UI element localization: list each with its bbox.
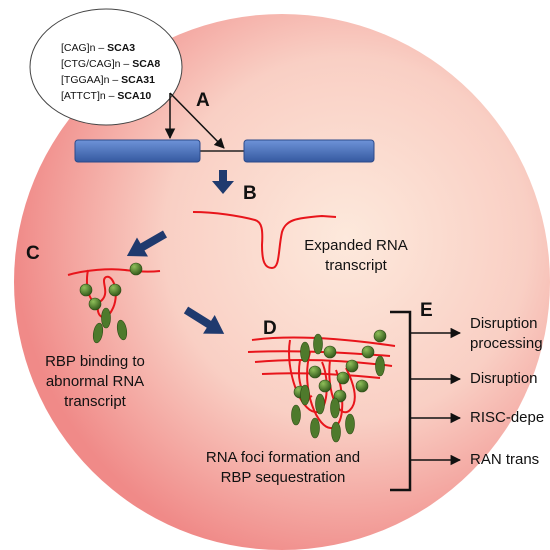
repeat-disease: SCA3 [107,42,136,54]
outcome-label-3: RISC-depe [470,408,550,428]
rbp-ovals-c [92,307,128,344]
label-line: abnormal RNA [45,373,145,390]
outcome-line: RAN trans [470,451,540,468]
outcome-label-2: Disruption [470,369,550,389]
repeat-seq: [CAG]n – [61,42,108,54]
rbp-ovals-d [291,333,385,443]
step-letter-b: B [243,183,257,204]
repeat-callout [29,8,183,126]
rbp-balls-d [293,329,387,403]
rbp-oval [310,417,320,439]
pointer-arrow-intron [169,92,225,149]
outcome-arrows [410,327,462,466]
label-line: RNA foci formation and [205,449,361,466]
rbp-oval [330,397,340,419]
rbp-ball [345,359,359,373]
arrow-to-c [126,230,167,257]
label-line: transcript [325,257,387,274]
repeat-seq: [CTG/CAG]n – [61,58,133,70]
label-line: RBP sequestration [220,469,346,486]
repeat-disease: SCA31 [121,74,155,86]
repeat-disease: SCA8 [132,58,161,70]
rbp-oval [92,322,104,344]
step-letter-d: D [263,318,277,339]
label-expanded-rna: Expanded RNA transcript [296,236,416,276]
outcome-label-4: RAN trans [470,450,550,470]
rbp-ball [308,365,322,379]
rbp-oval [331,421,341,443]
rbp-ball [355,379,369,393]
repeat-seq: [TGGAA]n – [61,74,122,86]
label-line: Expanded RNA [304,237,408,254]
label-line: transcript [64,393,126,410]
rbp-oval [300,384,310,406]
rbp-oval [116,319,128,341]
outcome-label-1: Disruption processing [470,314,550,354]
repeat-row-1: [CAG]n – SCA3 [61,42,135,54]
repeat-disease: SCA10 [117,90,152,102]
rbp-ball [88,297,102,311]
rbp-ball [129,262,143,276]
outcome-line: RISC-depe [470,409,545,426]
outcome-line: processing [470,335,543,352]
label-rbp-binding: RBP binding to abnormal RNA transcript [20,352,170,412]
rbp-balls-c [79,262,143,311]
label-line: RBP binding to [45,353,145,370]
arrow-to-d [183,306,225,334]
outcome-line: Disruption [470,315,538,332]
rbp-ball [336,371,350,385]
rbp-oval [375,355,385,377]
rbp-ball [108,283,122,297]
repeat-row-2: [CTG/CAG]n – SCA8 [61,58,160,70]
repeat-row-4: [ATTCT]n – SCA10 [61,90,151,102]
rbp-ball [318,379,332,393]
rna-strand-c [67,268,161,276]
rbp-oval [313,333,323,355]
bracket-e [390,310,412,492]
rbp-oval [315,393,325,415]
step-arrows [126,170,234,334]
step-letter-c: C [26,243,40,264]
rbp-ball [323,345,337,359]
rbp-oval [101,307,111,329]
rbp-oval [300,341,310,363]
repeat-row-3: [TGGAA]n – SCA31 [61,74,155,86]
rbp-ball [373,329,387,343]
exon-left [74,139,201,163]
rbp-ball [79,283,93,297]
exon-right [243,139,375,163]
label-rna-foci: RNA foci formation and RBP sequestration [183,448,383,488]
rbp-ball [361,345,375,359]
outcome-line: Disruption [470,370,538,387]
rbp-oval [345,413,355,435]
step-letter-e: E [420,300,433,321]
repeat-seq: [ATTCT]n – [61,90,118,102]
step-letter-a: A [196,90,210,111]
arrow-down-b [212,170,234,194]
expanded-rna-strand [192,211,337,270]
rbp-oval [291,404,301,426]
